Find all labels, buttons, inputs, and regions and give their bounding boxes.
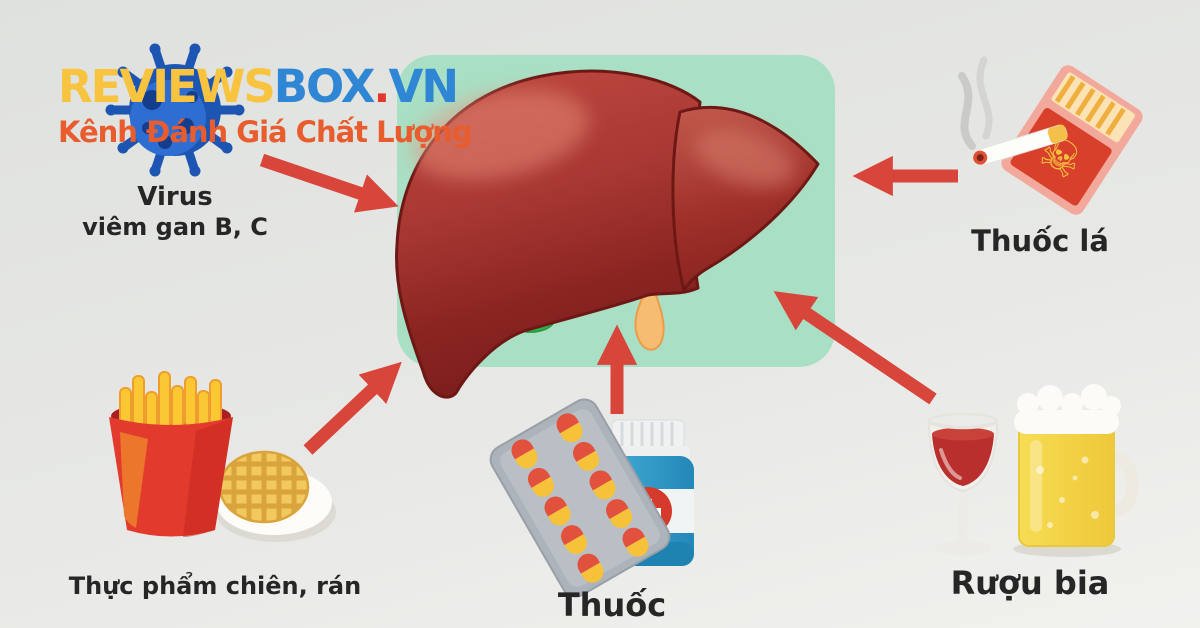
logo-part-vn: VN xyxy=(388,60,459,113)
smoke-curl xyxy=(958,72,976,150)
label-virus-line1: Virus xyxy=(137,182,213,212)
fries-and-waffle-icon xyxy=(109,371,336,542)
arrow-fried-food-to-liver xyxy=(303,361,402,455)
liver-illustration xyxy=(395,69,820,399)
bile-duct-icon xyxy=(634,285,665,351)
cigarette-pack-icon: ☠ xyxy=(958,56,1143,215)
arrow-virus-to-liver xyxy=(259,153,399,213)
liver-right-highlight xyxy=(694,128,796,188)
label-tobacco: Thuốc lá xyxy=(971,224,1109,258)
wine-and-beer-icon xyxy=(927,384,1139,557)
label-virus-line2: viêm gan B, C xyxy=(82,213,268,242)
french-fries-cup xyxy=(109,371,233,537)
cause-arrows xyxy=(259,153,958,455)
waffle xyxy=(218,450,310,524)
logo-part-box: BOX xyxy=(273,60,376,113)
wine-glass xyxy=(927,412,999,556)
virus-icon xyxy=(105,43,245,177)
label-fried-food: Thực phẩm chiên, rán xyxy=(68,572,362,600)
arrow-alcohol-to-liver xyxy=(773,291,937,405)
pill-blister-pack xyxy=(489,398,671,598)
reviewsbox-logo: REVIEWSBOX.VN Kênh Đánh Giá Chất Lượng xyxy=(58,60,478,149)
smoke-curl xyxy=(976,56,993,140)
pill-blister-and-bottle-icon xyxy=(489,398,694,598)
logo-tagline: Kênh Đánh Giá Chất Lượng xyxy=(58,115,473,149)
lit-cigarette-icon xyxy=(958,56,1068,165)
label-virus-hepatitis: Virus viêm gan B, C xyxy=(55,182,295,242)
beer-mug xyxy=(1013,384,1139,557)
beer-foam xyxy=(1014,384,1121,434)
label-medicine: Thuốc xyxy=(557,586,667,624)
logo-part-reviews: REVIEWS xyxy=(58,60,276,113)
logo-part-dot: . xyxy=(373,60,390,113)
logo-wordmark: REVIEWSBOX.VN xyxy=(58,60,478,113)
liver-highlight xyxy=(411,89,589,181)
label-alcohol: Rượu bia xyxy=(950,564,1110,602)
